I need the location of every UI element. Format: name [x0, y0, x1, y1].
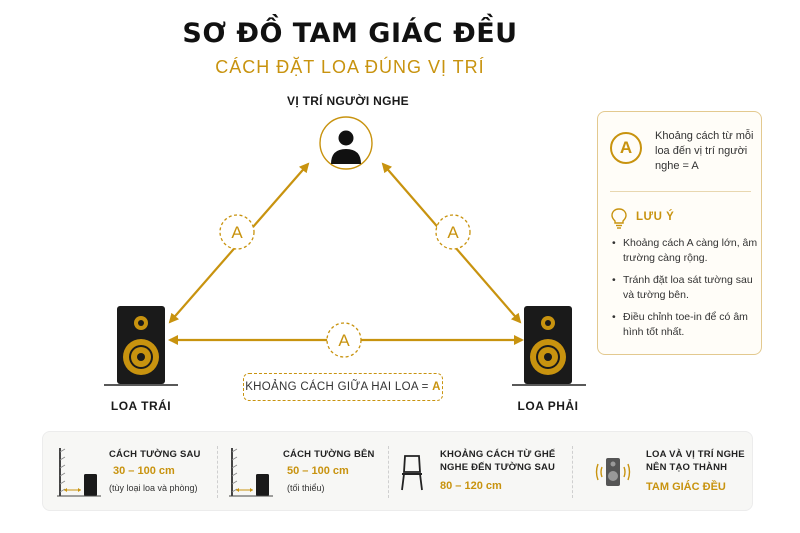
- side-wall-note: (tối thiểu): [287, 483, 325, 493]
- svg-text:A: A: [338, 331, 350, 350]
- chair-title: KHOẢNG CÁCH TỪ GHẾ NGHE ĐẾN TƯỜNG SAU: [440, 448, 555, 474]
- legend-symbol: A: [610, 132, 642, 164]
- svg-text:A: A: [447, 223, 459, 242]
- legend-description: Khoảng cách từ mỗi loa đến vị trí người …: [655, 130, 754, 172]
- right-speaker-icon: [512, 306, 586, 386]
- back-wall-title: CÁCH TƯỜNG SAU: [109, 449, 201, 460]
- bottom-guidelines-bar: CÁCH TƯỜNG SAU 30 – 100 cm (tùy loại loa…: [42, 431, 753, 511]
- legend-note-item: Khoảng cách A càng lớn, âm trường càng r…: [612, 236, 758, 266]
- divider: [572, 446, 573, 498]
- legend-panel: A Khoảng cách từ mỗi loa đến vị trí ngườ…: [597, 111, 762, 355]
- legend-notes: Khoảng cách A càng lớn, âm trường càng r…: [612, 236, 758, 347]
- edge-label-bottom: A: [326, 322, 362, 358]
- listener-label: VỊ TRÍ NGƯỜI NGHE: [287, 94, 409, 108]
- legend-note-item: Điều chỉnh toe-in để có âm hình tốt nhất…: [612, 310, 758, 340]
- left-speaker-icon: [104, 306, 178, 386]
- speaker-sound-icon: [595, 458, 631, 486]
- chair-title-line1: KHOẢNG CÁCH TỪ GHẾ: [440, 449, 556, 460]
- back-wall-note: (tùy loại loa và phòng): [109, 483, 198, 493]
- page-subtitle: CÁCH ĐẶT LOA ĐÚNG VỊ TRÍ: [215, 57, 485, 77]
- triangle-title: LOA VÀ VỊ TRÍ NGHE NÊN TẠO THÀNH: [646, 448, 745, 474]
- speaker-distance-text: KHOẢNG CÁCH GIỮA HAI LOA =: [245, 381, 433, 393]
- speaker-distance-box: KHOẢNG CÁCH GIỮA HAI LOA = A: [243, 373, 443, 401]
- left-speaker-label: LOA TRÁI: [110, 399, 172, 413]
- listener-person-icon: [319, 116, 373, 170]
- lightbulb-icon: [611, 208, 627, 229]
- side-wall-icon: [229, 448, 273, 497]
- svg-text:A: A: [231, 223, 243, 242]
- divider: [388, 446, 389, 498]
- back-wall-icon: [57, 448, 101, 497]
- side-wall-value: 50 – 100 cm: [287, 465, 349, 477]
- right-speaker-label: LOA PHẢI: [517, 399, 579, 413]
- divider: [217, 446, 218, 498]
- triangle-title-line1: LOA VÀ VỊ TRÍ NGHE: [646, 449, 745, 460]
- legend-divider: [610, 191, 751, 192]
- back-wall-value: 30 – 100 cm: [113, 465, 175, 477]
- edge-label-left: A: [219, 214, 255, 250]
- chair-value: 80 – 120 cm: [440, 480, 502, 492]
- edge-label-right: A: [435, 214, 471, 250]
- chair-icon: [401, 455, 423, 491]
- side-wall-title: CÁCH TƯỜNG BÊN: [283, 449, 375, 460]
- page-title: SƠ ĐỒ TAM GIÁC ĐỀU: [182, 18, 518, 49]
- triangle-value: TAM GIÁC ĐỀU: [646, 481, 726, 493]
- chair-title-line2: NGHE ĐẾN TƯỜNG SAU: [440, 462, 556, 473]
- legend-note-title: LƯU Ý: [636, 211, 675, 223]
- triangle-title-line2: NÊN TẠO THÀNH: [646, 462, 728, 473]
- speaker-distance-symbol: A: [432, 381, 441, 393]
- legend-note-item: Tránh đặt loa sát tường sau và tường bên…: [612, 273, 758, 303]
